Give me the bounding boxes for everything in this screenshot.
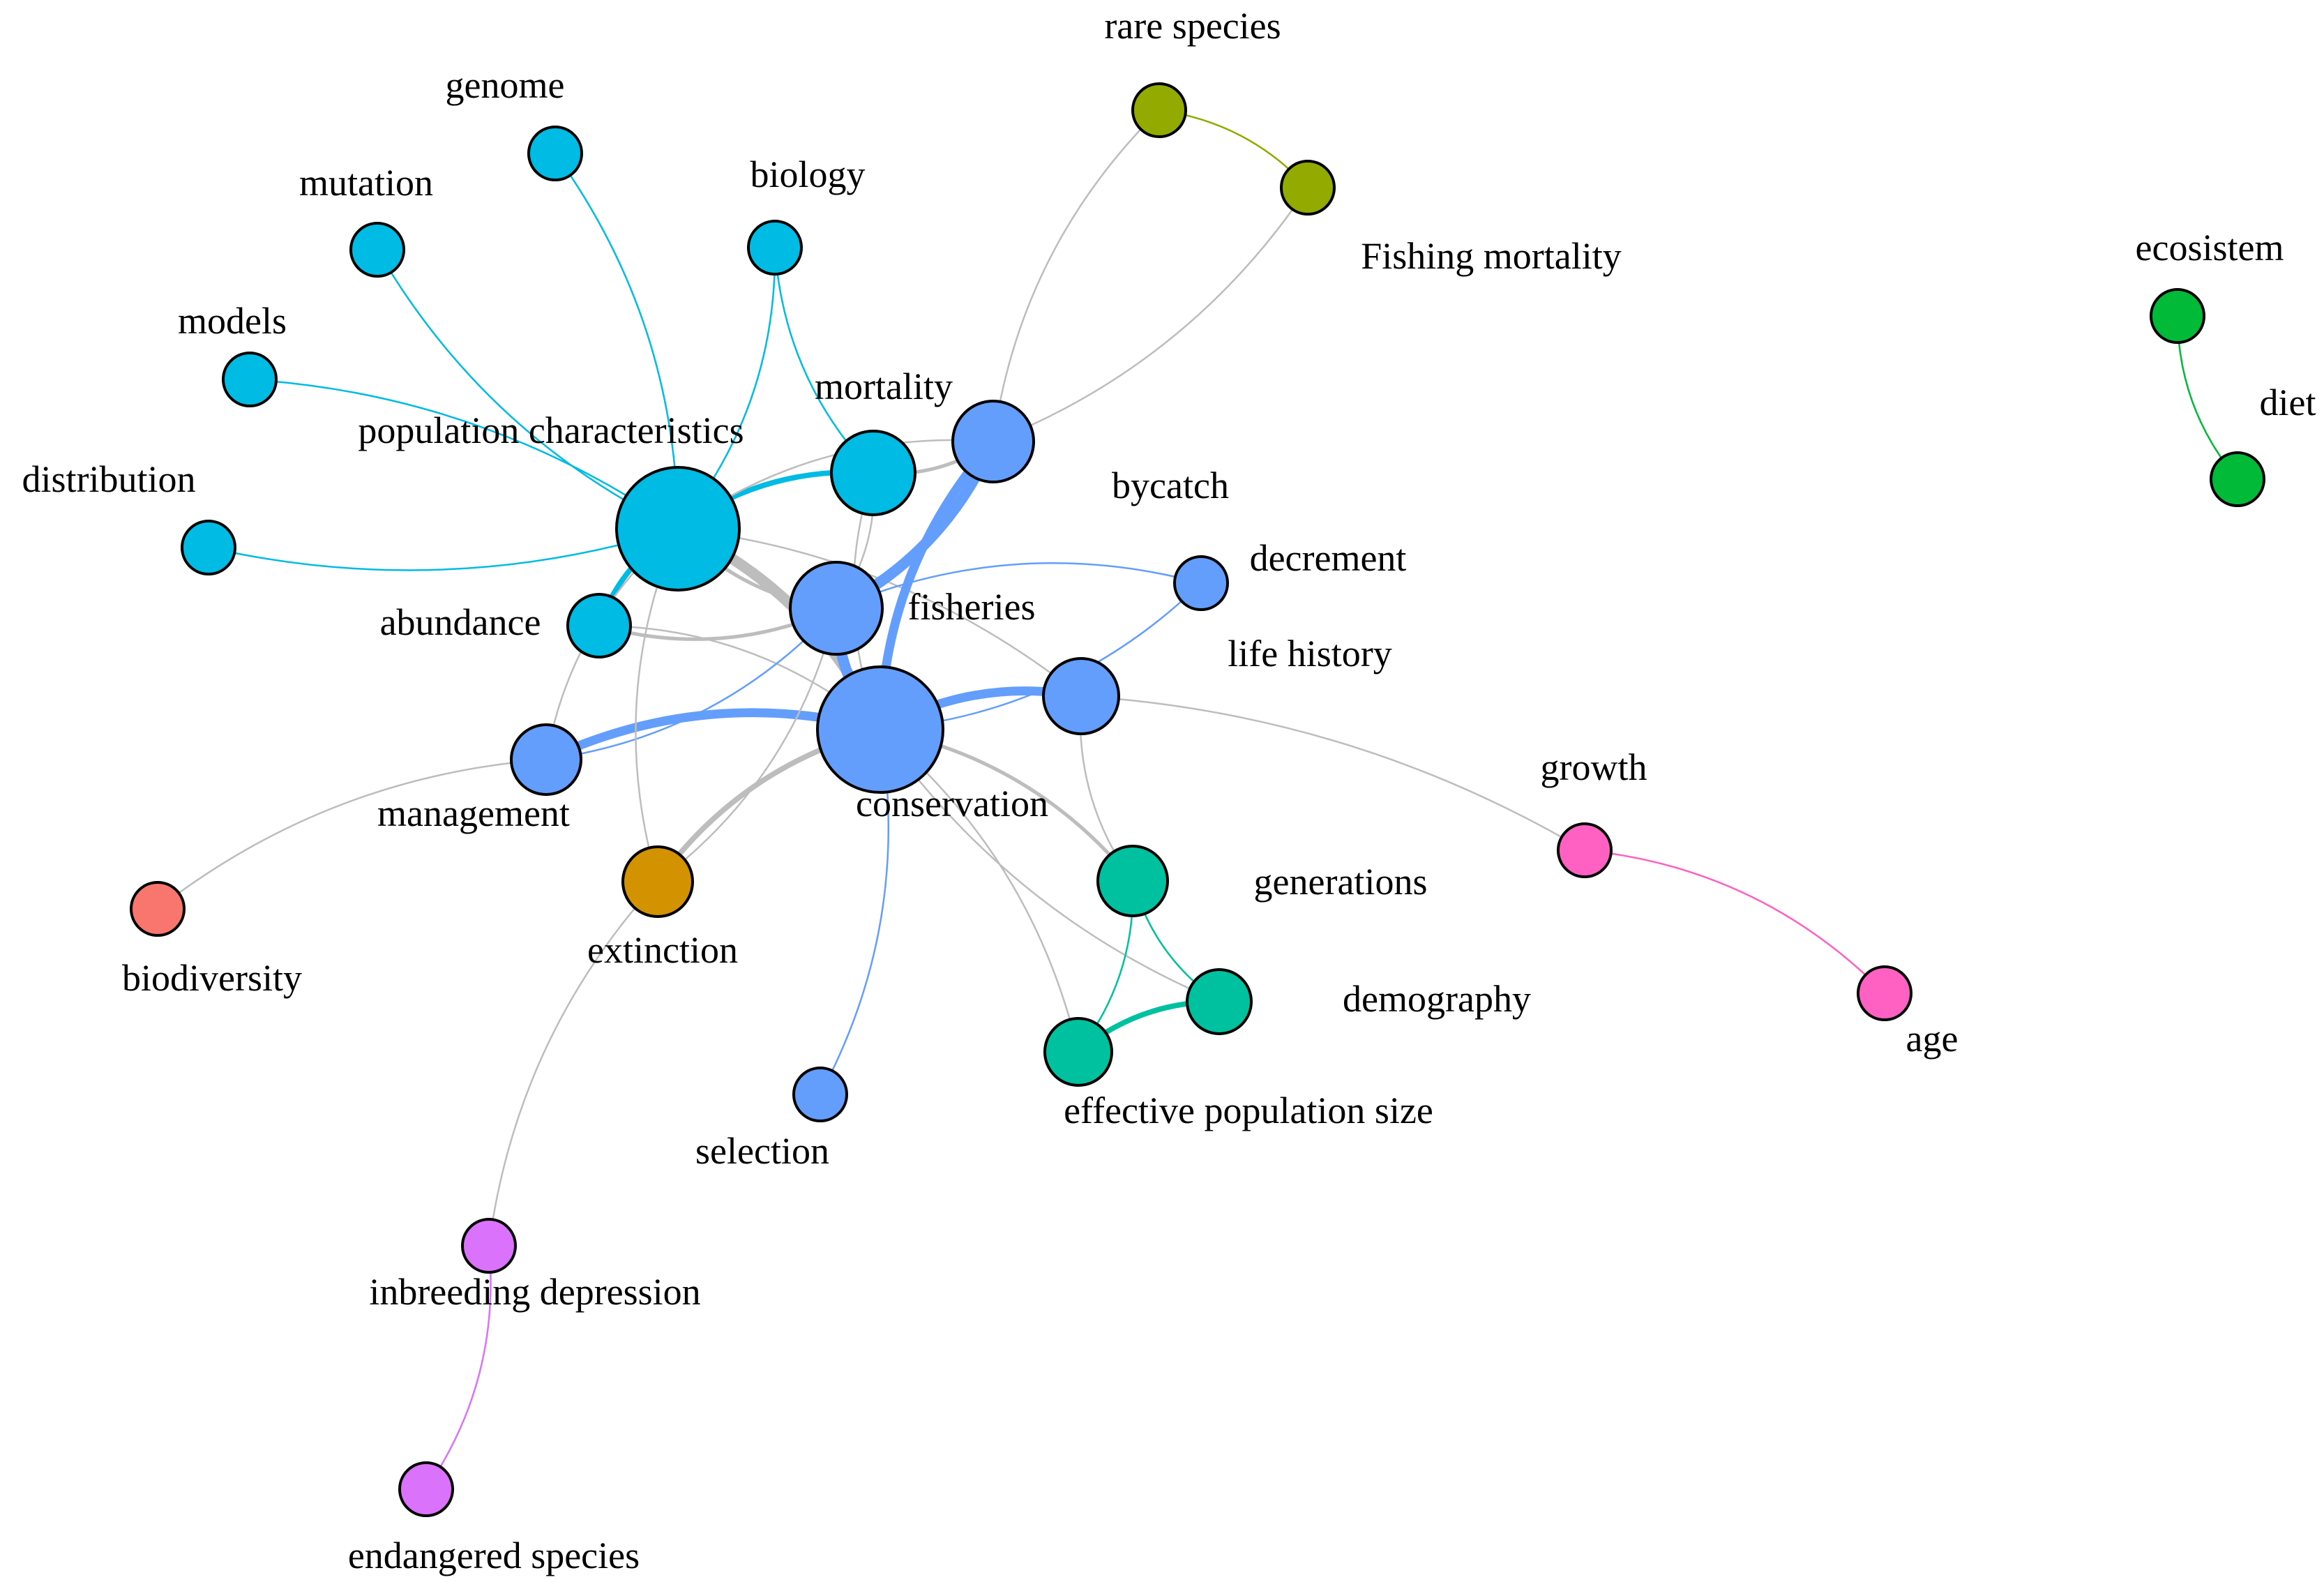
- edge-extinction-fisheries: [656, 607, 838, 883]
- label-life_history: life history: [1228, 633, 1391, 675]
- node-fishing_mortality: [1280, 160, 1336, 216]
- edge-life_history-growth: [1080, 695, 1586, 852]
- label-biology: biology: [750, 153, 865, 195]
- node-inbreeding_depression: [461, 1218, 517, 1274]
- node-endangered_species: [398, 1461, 454, 1517]
- label-mutation: mutation: [299, 162, 433, 204]
- node-bycatch: [951, 400, 1035, 483]
- node-generations: [1096, 845, 1169, 917]
- label-diet: diet: [2260, 382, 2316, 423]
- label-extinction: extinction: [587, 929, 738, 971]
- edge-models-population_characteristics: [248, 378, 679, 530]
- label-ecosistem: ecosistem: [2136, 227, 2284, 269]
- label-mortality: mortality: [815, 366, 953, 407]
- label-inbreeding_depression: inbreeding depression: [369, 1271, 700, 1313]
- label-distribution: distribution: [22, 458, 195, 500]
- node-decrement: [1173, 555, 1229, 611]
- label-selection: selection: [695, 1130, 829, 1172]
- node-effective_population_size: [1043, 1017, 1113, 1087]
- node-models: [222, 352, 278, 407]
- label-population_characteristics: population characteristics: [358, 409, 744, 451]
- node-demography: [1186, 968, 1253, 1035]
- edge-extinction-inbreeding_depression: [488, 880, 659, 1247]
- label-demography: demography: [1343, 978, 1531, 1020]
- edge-bycatch-rare_species: [992, 109, 1161, 443]
- label-decrement: decrement: [1250, 537, 1407, 579]
- node-diet: [2210, 451, 2265, 507]
- node-genome: [527, 126, 583, 181]
- node-mutation: [349, 222, 405, 278]
- label-growth: growth: [1541, 746, 1647, 788]
- node-ecosistem: [2150, 288, 2205, 344]
- edge-management-biodiversity: [156, 758, 548, 910]
- edge-distribution-population_characteristics: [207, 527, 679, 571]
- edge-growth-age: [1583, 849, 1886, 995]
- node-extinction: [621, 845, 694, 918]
- node-rare_species: [1131, 82, 1187, 138]
- label-models: models: [178, 300, 287, 342]
- node-conservation: [816, 665, 944, 794]
- label-endangered_species: endangered species: [348, 1535, 640, 1576]
- label-age: age: [1906, 1018, 1959, 1060]
- node-distribution: [181, 520, 236, 575]
- node-fisheries: [789, 561, 884, 656]
- label-bycatch: bycatch: [1112, 465, 1229, 506]
- edge-decrement-fisheries: [835, 562, 1202, 610]
- label-fisheries: fisheries: [908, 586, 1036, 628]
- label-rare_species: rare species: [1104, 5, 1281, 47]
- label-abundance: abundance: [380, 601, 541, 643]
- label-conservation: conservation: [856, 783, 1048, 824]
- edge-inbreeding_depression-endangered_species: [425, 1244, 492, 1491]
- node-growth: [1557, 822, 1613, 878]
- labels-layer: genome mutation biology models distribution p…: [22, 5, 2316, 1576]
- label-fishing_mortality: Fishing mortality: [1361, 235, 1622, 277]
- node-abundance: [566, 593, 632, 658]
- label-biodiversity: biodiversity: [122, 957, 302, 999]
- label-effective_population_size: effective population size: [1064, 1090, 1433, 1131]
- node-management: [510, 723, 582, 796]
- nodes-layer: [130, 82, 2265, 1517]
- node-biology: [747, 220, 803, 276]
- node-mortality: [830, 430, 916, 516]
- node-population_characteristics: [615, 466, 741, 592]
- label-genome: genome: [446, 64, 565, 106]
- node-biodiversity: [130, 881, 186, 937]
- label-management: management: [377, 792, 570, 834]
- node-age: [1857, 965, 1912, 1021]
- edge-population_characteristics-life_history: [677, 527, 1082, 698]
- node-life_history: [1042, 657, 1120, 735]
- node-selection: [792, 1067, 848, 1122]
- edge-bycatch-fishing_mortality: [992, 186, 1309, 443]
- label-generations: generations: [1254, 861, 1428, 903]
